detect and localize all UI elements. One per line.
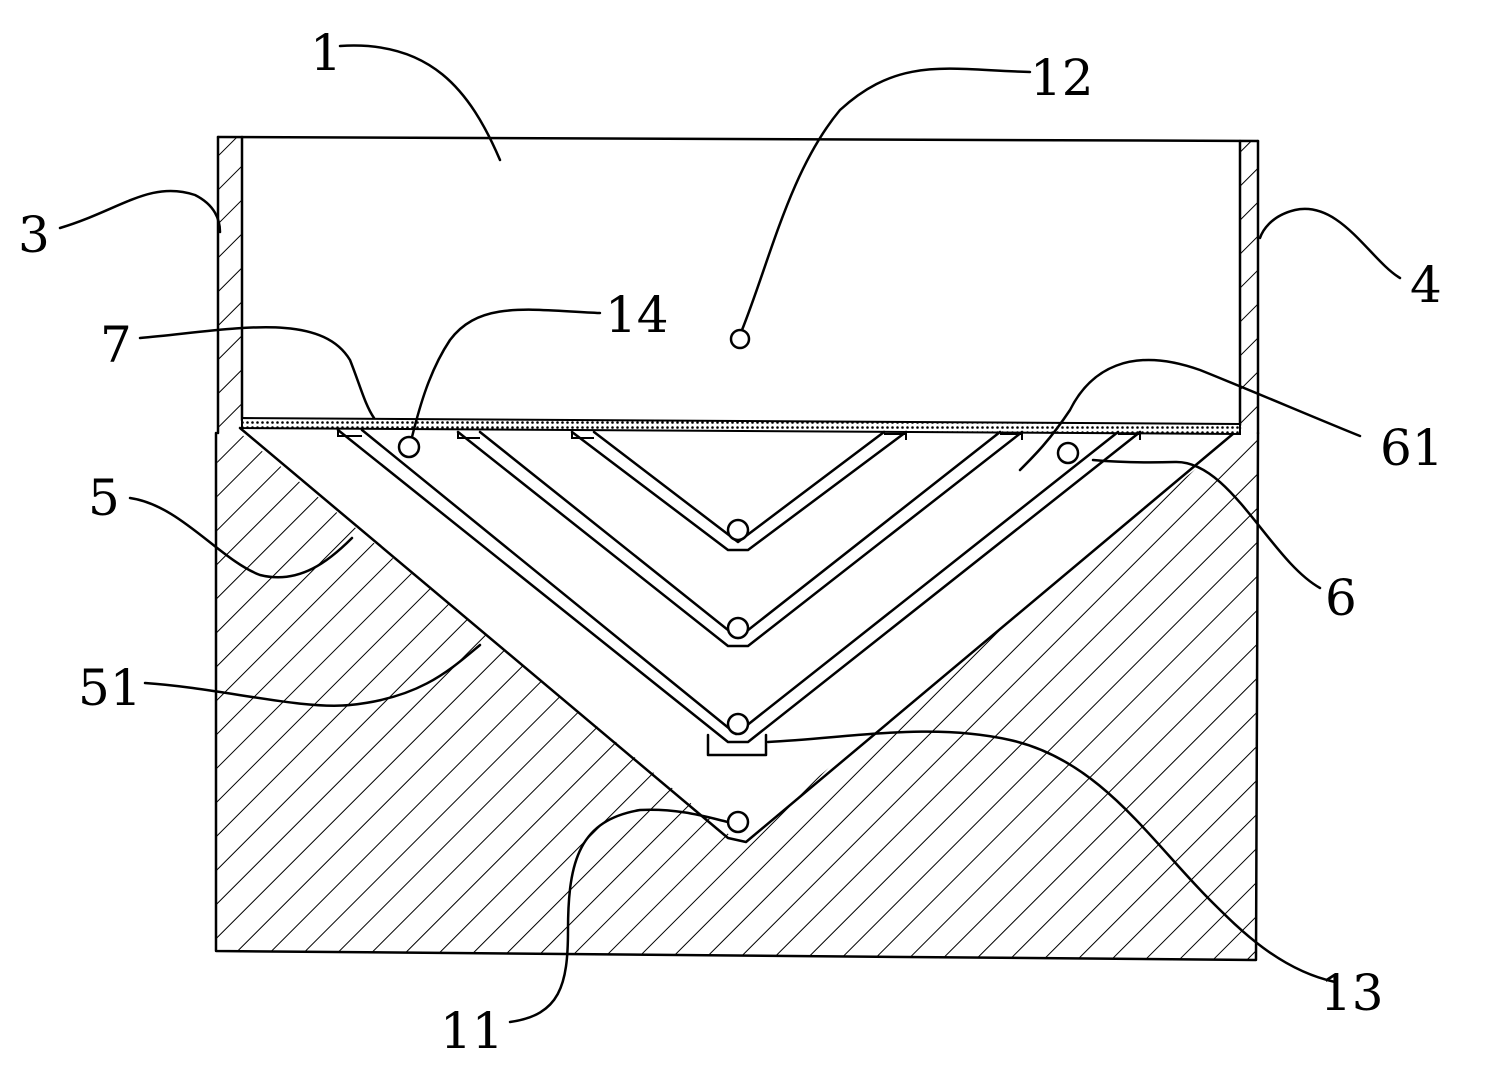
label-3: 3 <box>18 206 50 264</box>
mold-body-hatched <box>216 433 1258 960</box>
hole-6 <box>1056 441 1080 465</box>
labels: 1 12 3 4 7 14 61 5 6 51 11 13 <box>18 24 1444 1060</box>
label-61: 61 <box>1380 419 1444 477</box>
right-side-wall <box>1238 139 1260 435</box>
hole-12 <box>729 328 751 350</box>
hole-14 <box>397 435 421 459</box>
label-13: 13 <box>1320 964 1384 1022</box>
label-11: 11 <box>440 1002 504 1060</box>
holes <box>397 328 1080 834</box>
label-14: 14 <box>605 286 669 344</box>
label-6: 6 <box>1325 569 1357 627</box>
dotted-plate <box>241 416 1241 436</box>
hole-middle <box>726 616 750 640</box>
bottom-cap-block <box>706 733 768 757</box>
hole-outer <box>726 712 750 736</box>
label-51: 51 <box>78 659 142 717</box>
hole-inner <box>726 518 750 542</box>
label-5: 5 <box>88 469 120 527</box>
hole-11 <box>726 810 750 834</box>
v-cavity-outline <box>238 426 1242 844</box>
label-12: 12 <box>1030 49 1094 107</box>
left-side-wall <box>216 135 244 435</box>
label-1: 1 <box>310 24 342 82</box>
label-4: 4 <box>1410 256 1442 314</box>
label-7: 7 <box>100 316 132 374</box>
leader-lines <box>58 44 1402 1024</box>
